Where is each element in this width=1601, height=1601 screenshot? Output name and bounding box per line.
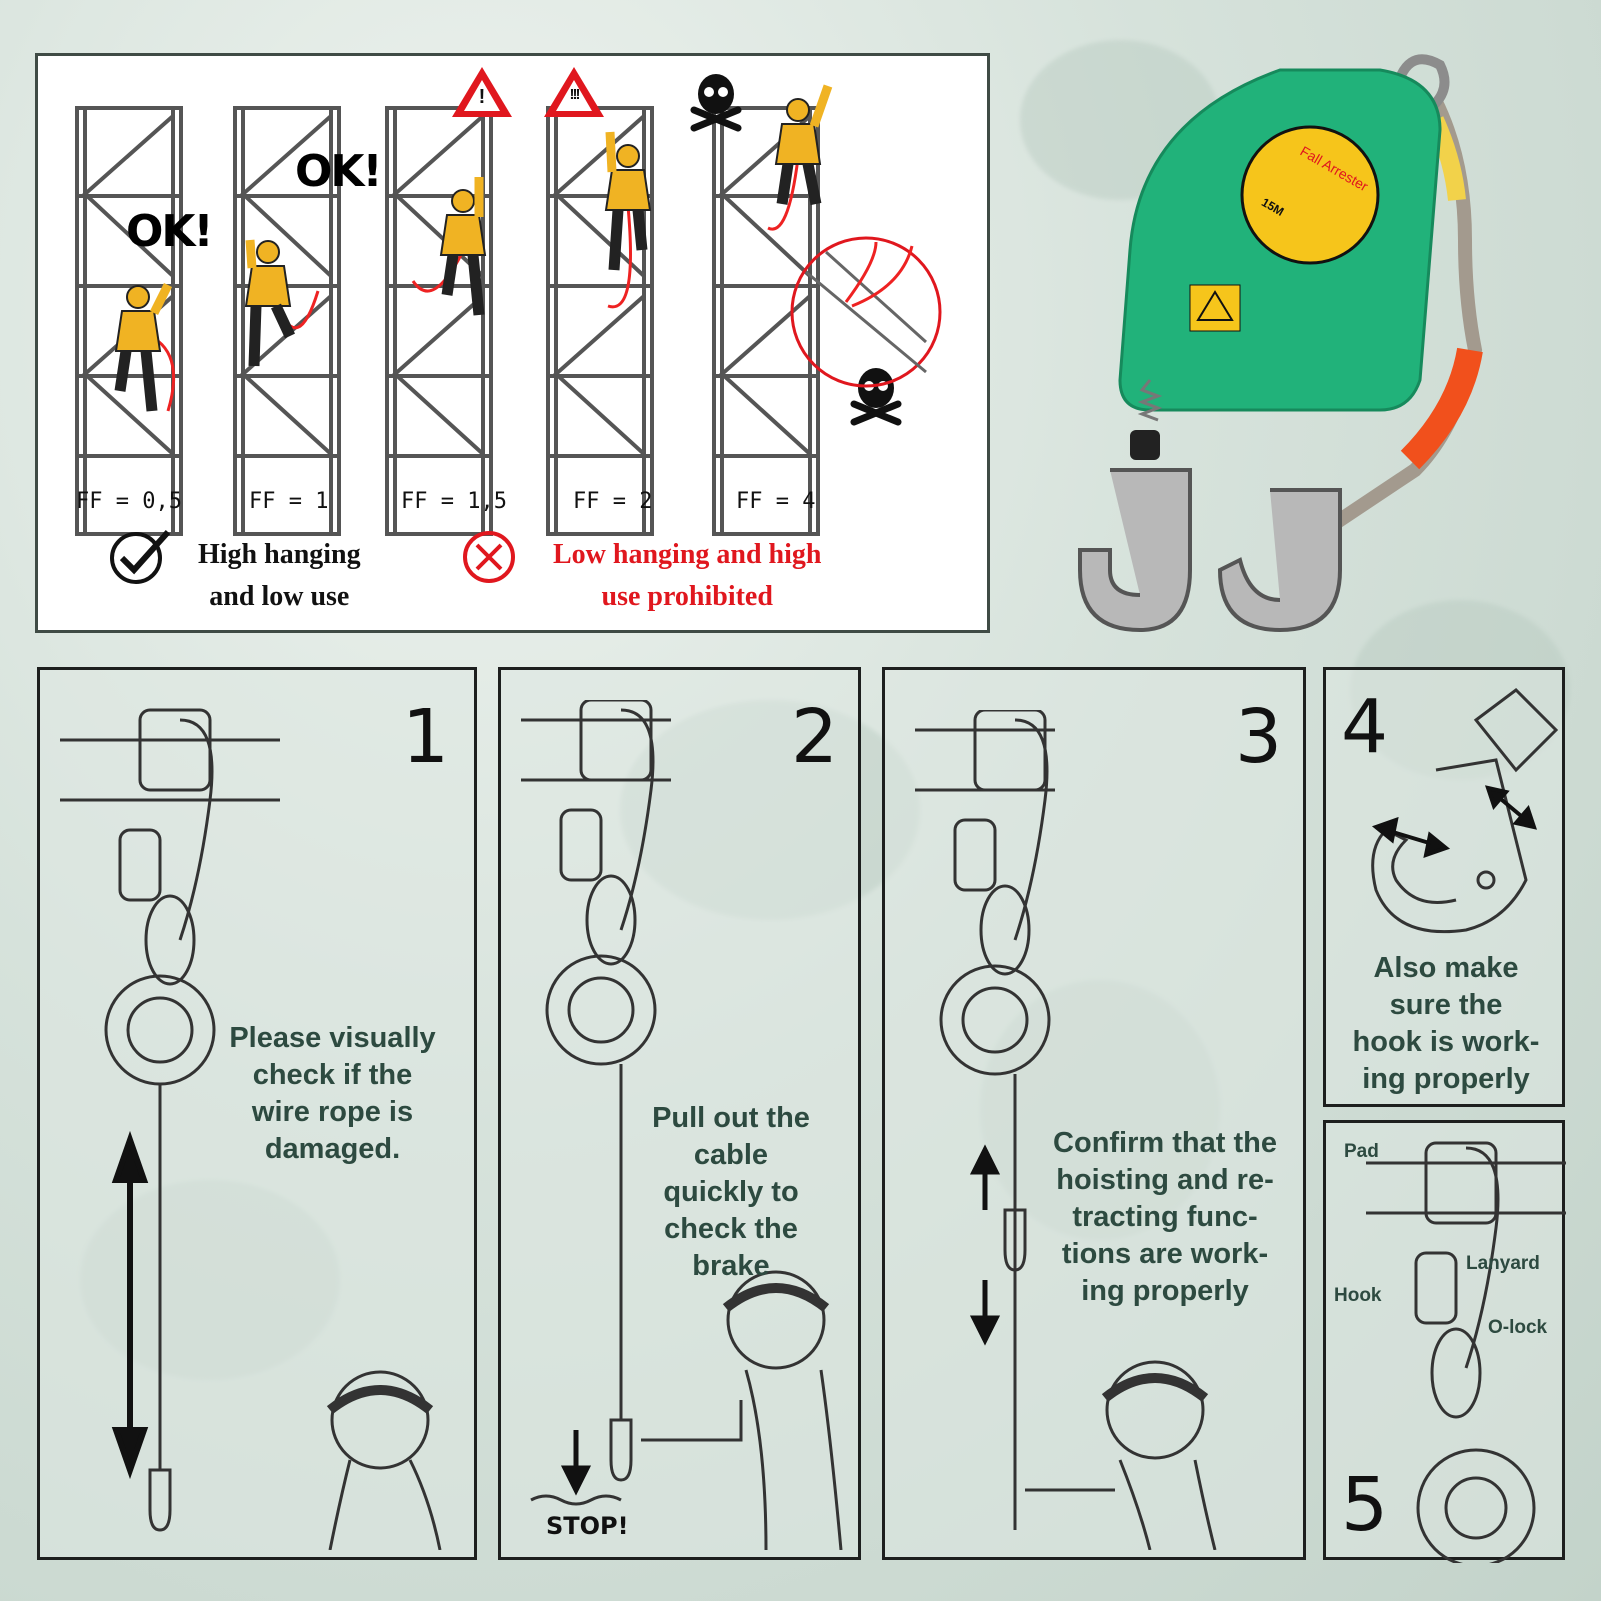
fall-factor-panel: OK! OK! ! !!! FF = 0,5 FF = 1 FF = 1,5 F… bbox=[35, 53, 990, 633]
ff-label: FF = 4 bbox=[736, 489, 816, 514]
ff-label: FF = 1 bbox=[249, 489, 329, 514]
ff-label: FF = 1,5 bbox=[401, 489, 507, 514]
skull-icon bbox=[690, 74, 742, 132]
warning-icon: ! bbox=[450, 64, 514, 120]
hook-label: Hook bbox=[1334, 1285, 1382, 1306]
legend-allowed: High hanging and low use bbox=[198, 539, 361, 612]
check-icon bbox=[110, 529, 171, 584]
zoom-circle bbox=[790, 236, 942, 388]
legend-prohibited: Low hanging and high use prohibited bbox=[553, 539, 822, 612]
scaffold-frame-5 bbox=[712, 106, 820, 536]
worker-icon bbox=[244, 239, 320, 367]
pad-label: Pad bbox=[1344, 1141, 1379, 1162]
olock-label: O-lock bbox=[1488, 1317, 1548, 1338]
hook-illustration bbox=[1371, 688, 1559, 934]
worker-icon bbox=[411, 177, 487, 316]
ok-label: OK! bbox=[126, 206, 214, 257]
step-number: 5 bbox=[1341, 1462, 1389, 1548]
step-5-illustration bbox=[1366, 1141, 1566, 1563]
warning-icon: !!! bbox=[542, 64, 606, 120]
worker-icon bbox=[114, 282, 176, 412]
prohibited-icon bbox=[463, 531, 515, 583]
step-1-illustration bbox=[60, 708, 442, 1550]
ok-label: OK! bbox=[295, 146, 383, 197]
step-3-illustration bbox=[915, 710, 1217, 1550]
step-number: 1 bbox=[402, 694, 450, 780]
stop-label: STOP! bbox=[546, 1512, 629, 1540]
ff-label: FF = 0,5 bbox=[76, 489, 182, 514]
worker-icon bbox=[767, 84, 833, 231]
fall-arrester-product: Fall Arrester 15M bbox=[1078, 54, 1483, 633]
step-number: 3 bbox=[1235, 694, 1283, 780]
ff-label: FF = 2 bbox=[573, 489, 653, 514]
step-2-illustration bbox=[521, 700, 843, 1550]
step-5-panel: Pad Lanyard Hook O-lock 5 bbox=[1323, 1120, 1566, 1563]
step-number: 4 bbox=[1341, 684, 1389, 770]
worker-icon bbox=[604, 131, 652, 309]
step-number: 2 bbox=[791, 694, 839, 780]
lanyard-label: Lanyard bbox=[1466, 1253, 1540, 1274]
skull-icon bbox=[850, 368, 902, 426]
